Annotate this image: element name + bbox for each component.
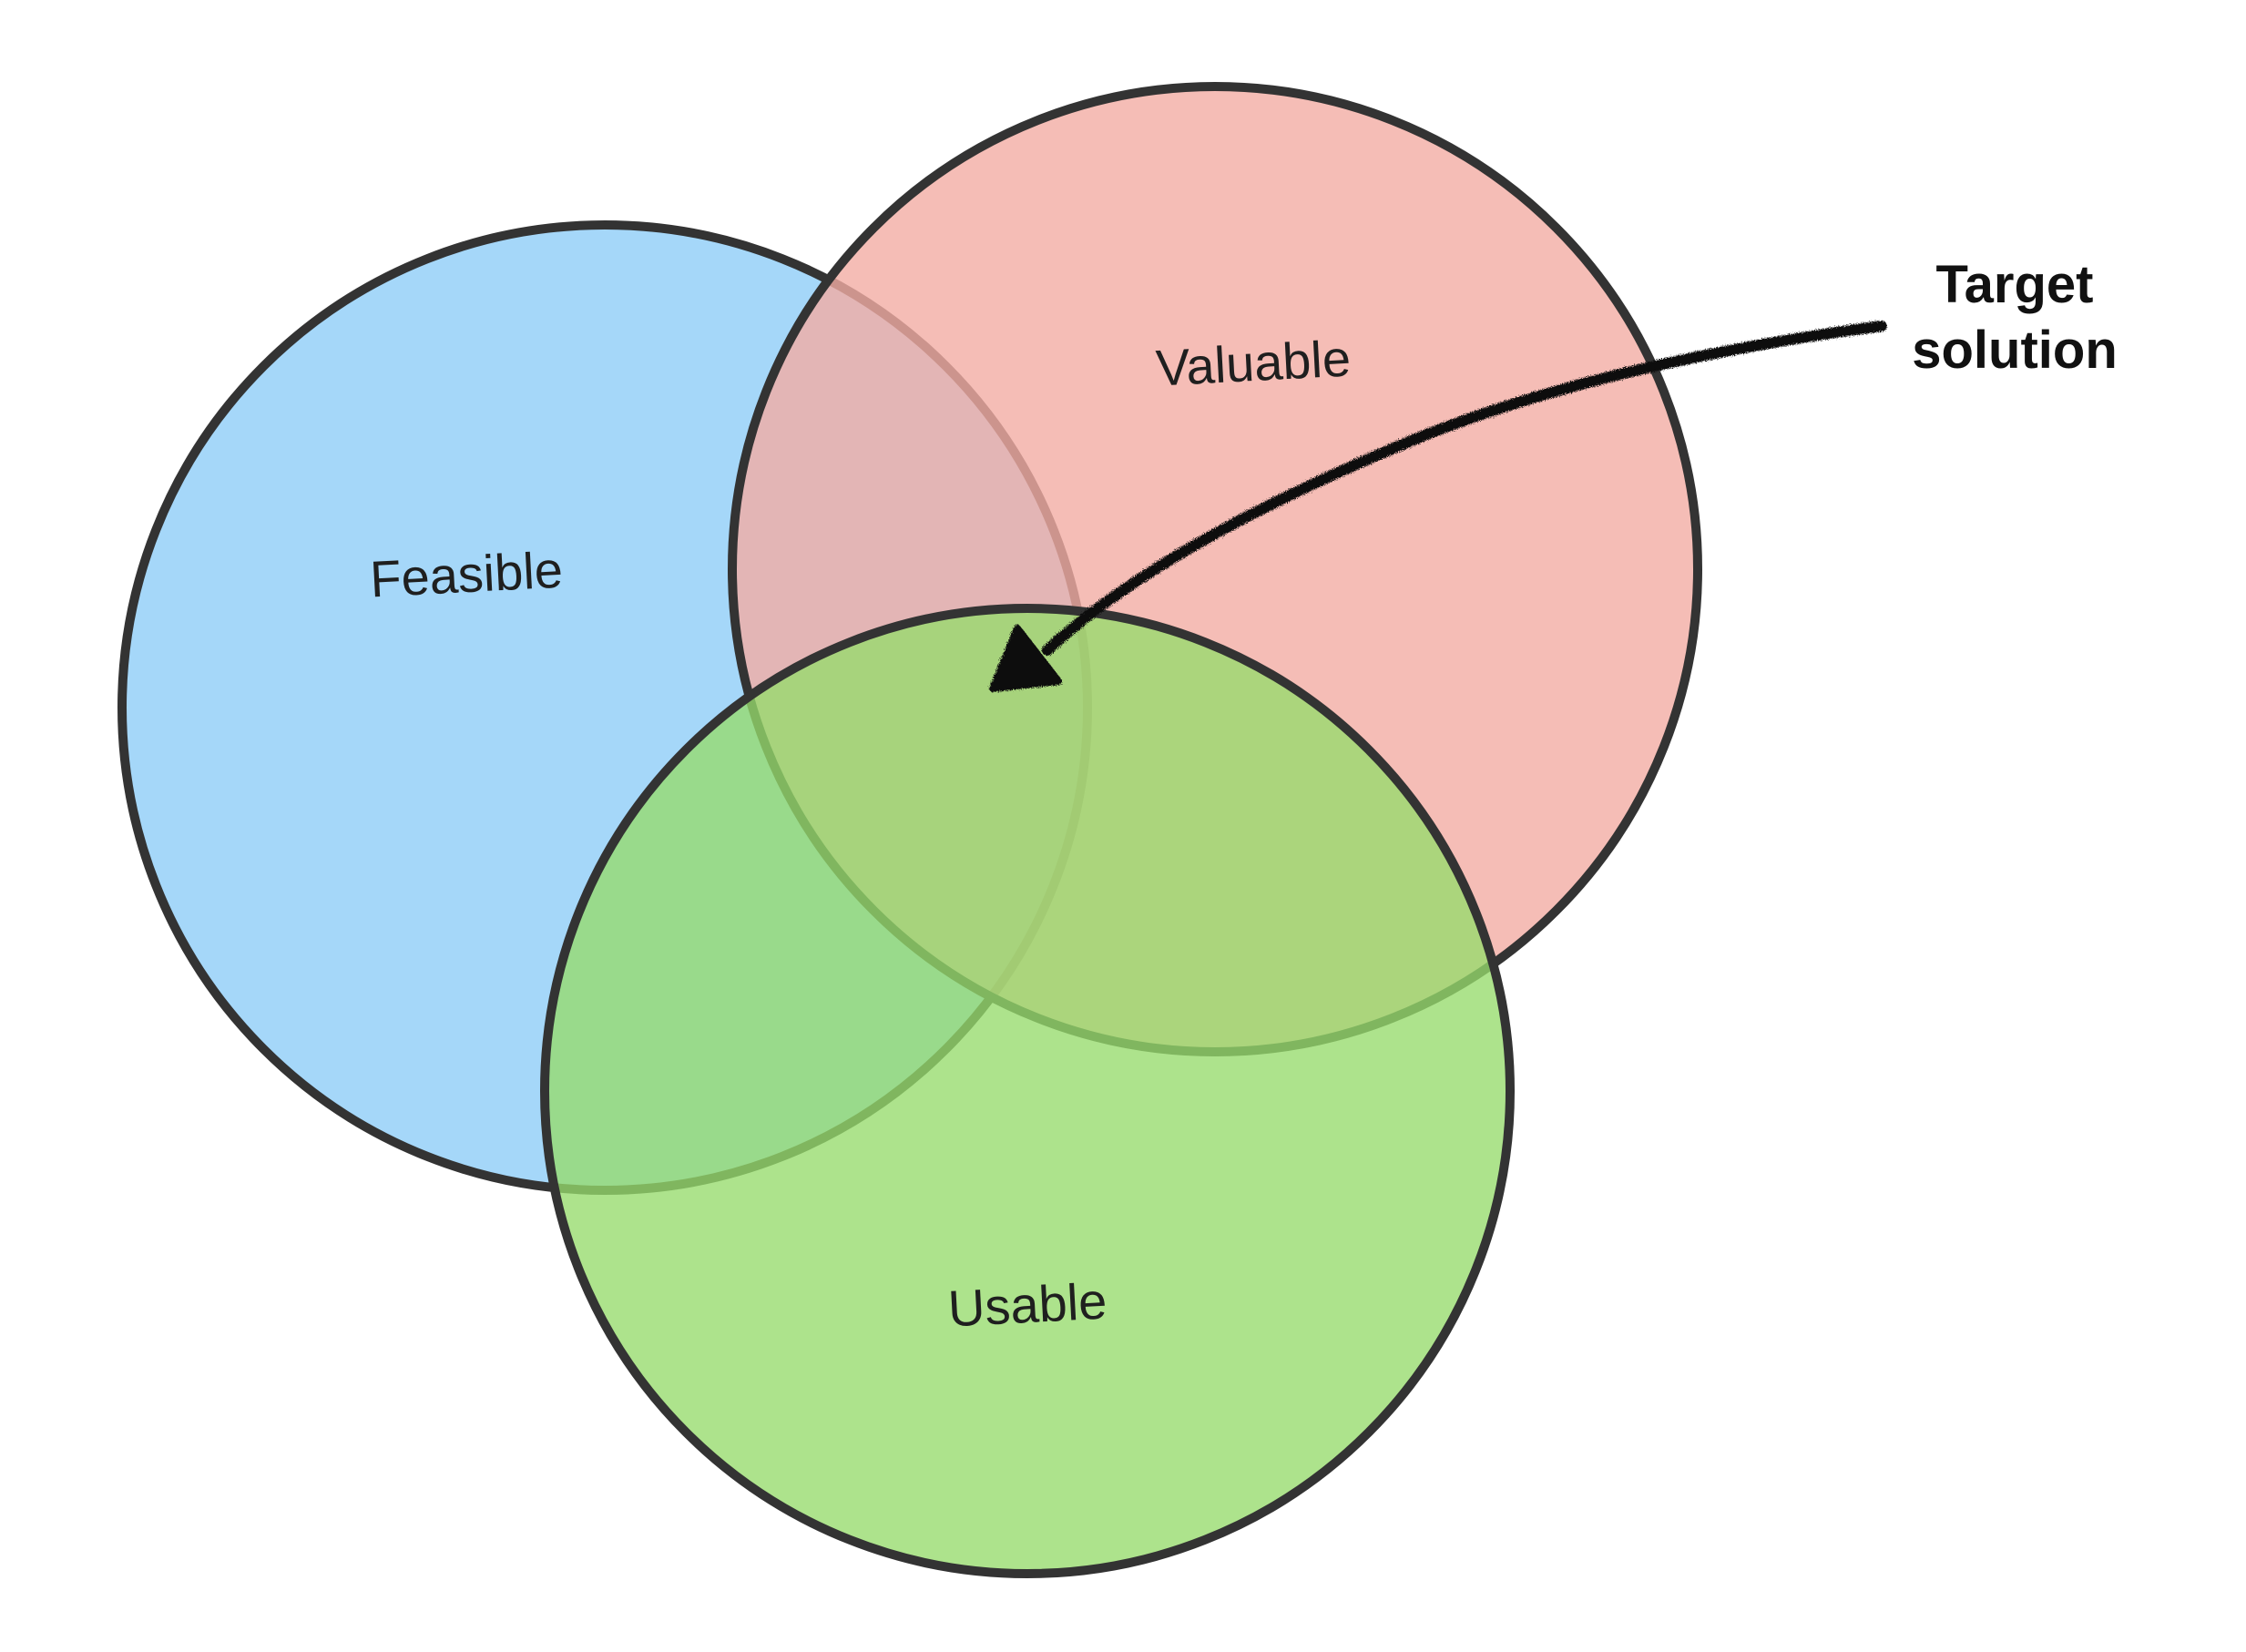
feasible-label: Feasible <box>369 541 565 608</box>
usable-label: Usable <box>946 1271 1108 1337</box>
target-arrow <box>989 321 1887 692</box>
valuable-label: Valuable <box>1155 329 1353 396</box>
annotation-line-2: solution <box>1912 321 2118 380</box>
arrow-head <box>989 625 1062 692</box>
annotation-line-1: Target <box>1936 255 2094 314</box>
usable-circle <box>540 604 1515 1578</box>
arrow-shaft <box>1042 321 1887 656</box>
